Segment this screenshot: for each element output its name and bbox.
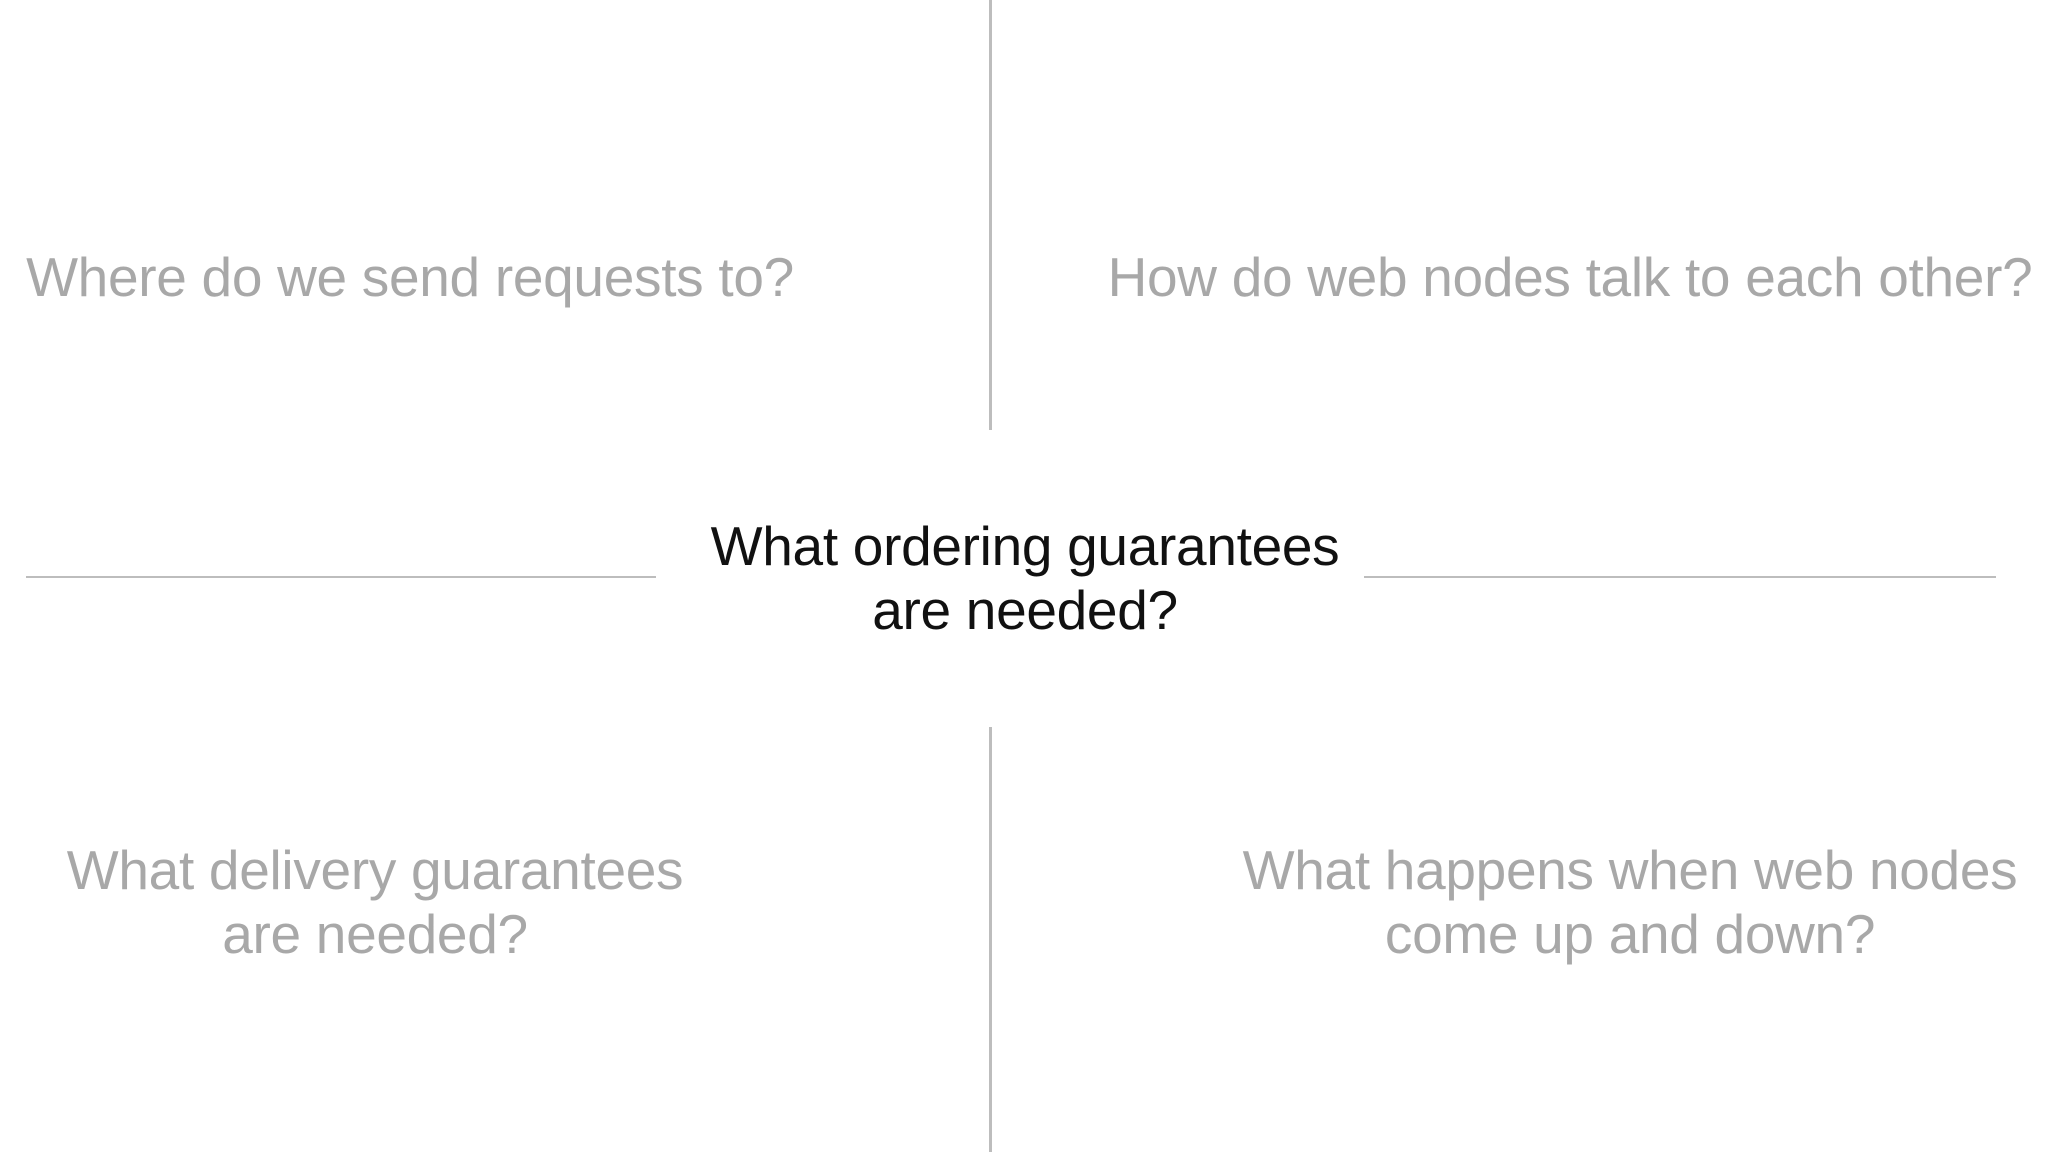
question-bottom-left-line-2: are needed? [222,903,528,965]
horizontal-divider-left [26,576,656,578]
question-bottom-left-line-1: What delivery guarantees [66,839,684,901]
question-top-left-line-1: Where do we send requests to? [26,246,794,308]
question-center-line-1: What ordering guarantees [710,515,1340,577]
question-center-highlighted: What ordering guarantees are needed? [680,514,1370,642]
question-bottom-right: What happens when web nodes come up and … [1210,838,2048,966]
vertical-divider-bottom [989,727,992,1152]
question-top-left: Where do we send requests to? [10,245,810,309]
question-center-line-2: are needed? [872,579,1178,641]
question-bottom-right-line-2: come up and down? [1384,903,1876,965]
question-top-right-line-1: How do web nodes talk to each other? [1107,246,2033,308]
question-top-right: How do web nodes talk to each other? [1100,245,2040,309]
horizontal-divider-right [1364,576,1996,578]
question-bottom-right-line-1: What happens when web nodes [1242,839,2018,901]
question-bottom-left: What delivery guarantees are needed? [40,838,710,966]
vertical-divider-top [989,0,992,430]
